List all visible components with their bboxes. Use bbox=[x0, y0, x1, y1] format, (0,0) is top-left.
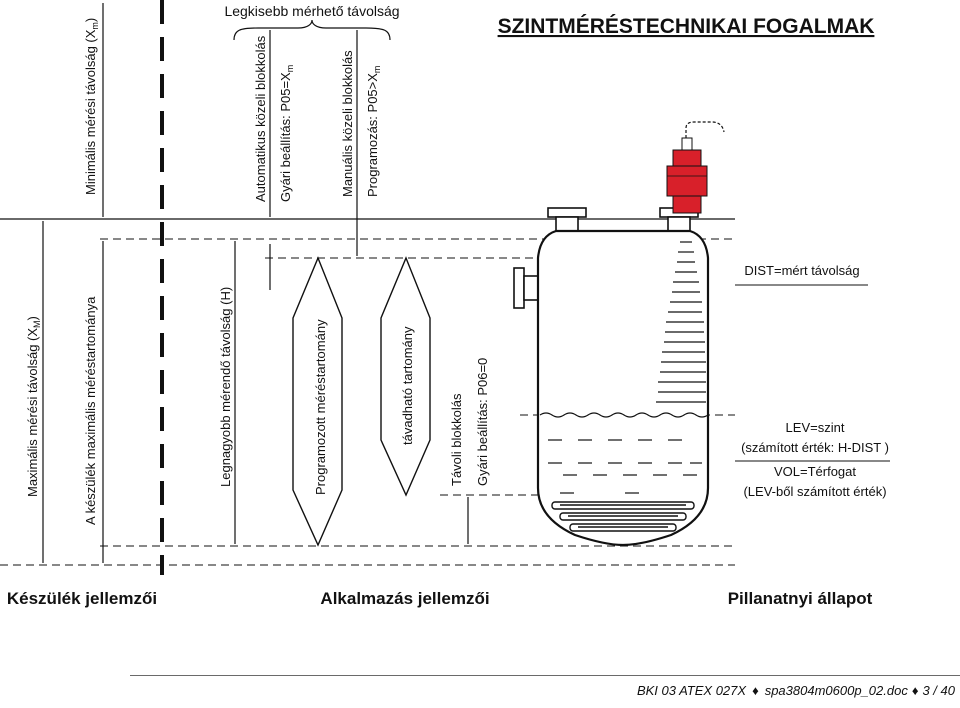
liquid-dashes bbox=[548, 439, 702, 494]
programmed-range-label: Programozott méréstartomány bbox=[313, 319, 328, 495]
far-range-hexagon bbox=[380, 256, 431, 497]
footer-page: 3 / 40 bbox=[922, 683, 955, 698]
page-title: SZINTMÉRÉSTECHNIKAI FOGALMAK bbox=[498, 15, 875, 38]
heating-coil bbox=[551, 501, 695, 532]
auto-block-factory-label: Gyári beállítás: P05=Xm bbox=[278, 65, 295, 202]
section-application: Alkalmazás jellemzői bbox=[320, 589, 489, 608]
manual-block-prog-label: Programozás: P05>Xm bbox=[365, 66, 382, 197]
diamond-icon: ♦ bbox=[752, 683, 759, 698]
tank bbox=[513, 207, 710, 547]
footer: BKI 03 ATEX 027X♦spa3804m0600p_02.doc♦3 … bbox=[0, 676, 960, 703]
dist-label: DIST=mért távolság bbox=[744, 263, 859, 278]
vol-calc-label: (LEV-ből számított érték) bbox=[743, 484, 886, 499]
smallest-distance-label: Legkisebb mérhető távolság bbox=[224, 3, 399, 19]
level-measurement-diagram: SZINTMÉRÉSTECHNIKAI FOGALMAK Legkisebb m… bbox=[0, 0, 960, 677]
svg-text:BKI 03 ATEX 027X♦spa3804m0600p: BKI 03 ATEX 027X♦spa3804m0600p_02.doc♦3 … bbox=[637, 683, 956, 698]
diamond-icon: ♦ bbox=[912, 683, 919, 698]
min-distance-label: Minimális mérési távolság (Xm) bbox=[83, 18, 100, 195]
tank-outline bbox=[536, 229, 710, 547]
device-max-range-label: A készülék maximális méréstartománya bbox=[83, 296, 98, 525]
vol-label: VOL=Térfogat bbox=[774, 464, 856, 479]
manual-block-label: Manuális közeli blokkolás bbox=[340, 50, 355, 197]
far-range-label: távadható tartomány bbox=[400, 326, 415, 445]
max-distance-label: Maximális mérési távolság (XM) bbox=[25, 316, 42, 497]
liquid-surface bbox=[539, 412, 709, 418]
remote-block-factory-label: Gyári beállítás: P06=0 bbox=[475, 358, 490, 486]
ultrasonic-beam bbox=[656, 241, 706, 403]
sensor-cable bbox=[685, 121, 725, 148]
section-current-state: Pillanatnyi állapot bbox=[728, 589, 873, 608]
auto-block-label: Automatikus közeli blokkolás bbox=[253, 35, 268, 202]
programmed-range-hexagon bbox=[292, 256, 343, 547]
section-device: Készülék jellemzői bbox=[7, 589, 157, 608]
footer-text: BKI 03 ATEX 027X♦spa3804m0600p_02.doc♦3 … bbox=[637, 683, 956, 698]
lev-calc-label: (számított érték: H-DIST ) bbox=[741, 440, 889, 455]
smallest-distance-brace bbox=[233, 19, 391, 41]
footer-file: spa3804m0600p_02.doc bbox=[765, 683, 909, 698]
largest-distance-label: Legnagyobb mérendő távolság (H) bbox=[218, 287, 233, 487]
lev-label: LEV=szint bbox=[786, 420, 845, 435]
ultrasonic-sensor bbox=[666, 121, 725, 214]
remote-block-label: Távoli blokkolás bbox=[449, 393, 464, 486]
footer-doc-code: BKI 03 ATEX 027X bbox=[637, 683, 747, 698]
